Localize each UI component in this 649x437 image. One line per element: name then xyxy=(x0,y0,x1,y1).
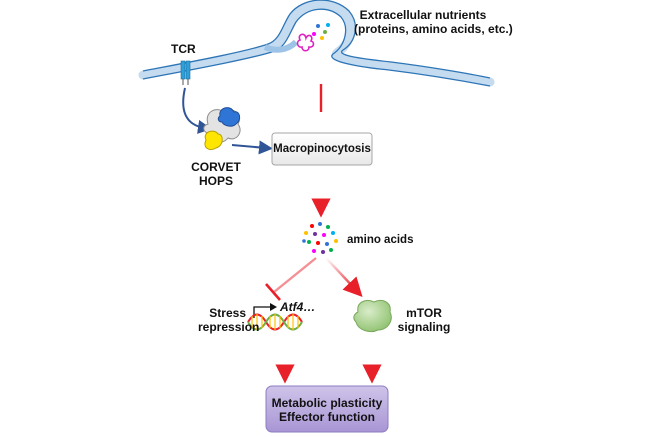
mtor-signaling-label: mTOR signaling xyxy=(396,306,452,334)
macropinocytosis-box xyxy=(271,132,373,166)
complex-blue-subunit xyxy=(217,107,241,127)
stress-label: Stress xyxy=(209,306,246,320)
tcr-chain-left xyxy=(180,60,186,80)
nutrients-line1: Extracellular nutrients xyxy=(359,8,487,22)
nutrients-title: Extracellular nutrients (proteins, amino… xyxy=(354,8,513,36)
nutrient-particles xyxy=(296,23,330,52)
tcr-chain-right xyxy=(185,60,191,80)
nutrients-line2: (proteins, amino acids, etc.) xyxy=(354,22,513,36)
repression-label: repression xyxy=(198,320,260,334)
membrane-inner-leaflet xyxy=(142,8,491,87)
aminoacids-to-mtor-arrow xyxy=(325,257,363,298)
nutrient-dot xyxy=(326,23,330,27)
corvet-hops-label: CORVET HOPS xyxy=(186,160,246,188)
cell-membrane xyxy=(138,0,495,87)
metabolic-plasticity-label: Metabolic plasticity xyxy=(271,396,383,410)
inhibition-bar xyxy=(265,283,281,301)
membrane-fill xyxy=(138,0,495,87)
membrane-outer-leaflet xyxy=(142,0,491,79)
tcr-label: TCR xyxy=(171,42,196,56)
outcome-box xyxy=(265,385,389,433)
corvet-hops-complex-icon xyxy=(203,107,241,151)
amino-acid-dots xyxy=(302,222,338,254)
aminoacids-inhibit-stress xyxy=(273,257,317,293)
tcr-receptor-icon xyxy=(180,60,191,85)
dna-helix-icon xyxy=(247,313,303,331)
amino-acids-label: amino acids xyxy=(347,234,414,246)
stress-repression-label: Stress repression xyxy=(198,306,260,334)
corvet-label: CORVET xyxy=(191,160,241,174)
macropinocytosis-label: Macropinocytosis xyxy=(273,143,371,155)
mtor-icon xyxy=(353,299,392,333)
complex-yellow-subunit xyxy=(204,130,223,151)
hops-label: HOPS xyxy=(198,174,233,188)
outcome-label: Metabolic plasticity Effector function xyxy=(266,396,388,424)
protein-icon xyxy=(296,33,315,52)
effector-function-label: Effector function xyxy=(279,410,375,424)
nutrient-dot xyxy=(316,24,320,28)
tcr-to-complex-arrow xyxy=(182,87,212,134)
signaling-label: signaling xyxy=(397,320,451,334)
nutrient-dot xyxy=(320,36,324,40)
complex-to-macropinocytosis-arrow xyxy=(231,140,273,155)
mtor-label: mTOR xyxy=(406,306,442,320)
nutrient-dot xyxy=(323,30,327,34)
atf4-label: Atf4… xyxy=(280,300,316,314)
nutrient-dot xyxy=(312,32,316,36)
membrane-ruffle-left xyxy=(263,39,299,53)
